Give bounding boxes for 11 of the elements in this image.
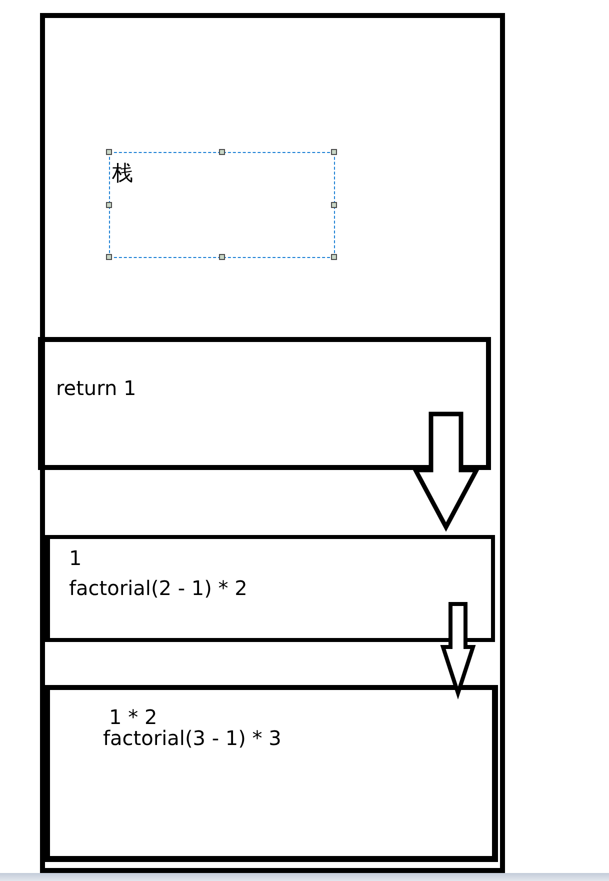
stack-frame-box (38, 337, 491, 470)
selected-text-box (109, 152, 335, 258)
label-text: 栈 (112, 161, 133, 185)
stack-frame-box (42, 685, 498, 862)
code-text: return 1 (56, 376, 136, 400)
code-text: factorial(2 - 1) * 2 (69, 576, 248, 600)
code-text: 1 * 2 (109, 705, 158, 729)
block-arrow (440, 602, 476, 700)
block-arrow (412, 412, 480, 532)
code-text: factorial(3 - 1) * 3 (103, 726, 282, 750)
code-text: 1 (69, 546, 82, 570)
